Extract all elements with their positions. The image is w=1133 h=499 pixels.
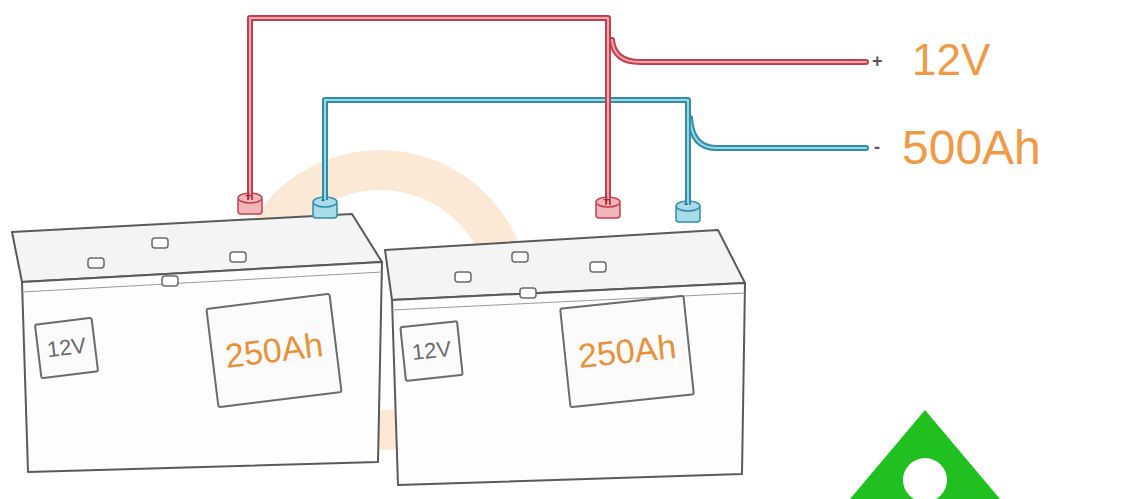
capacity-plate: 250Ah	[559, 295, 695, 409]
terminal-sign: +	[872, 52, 883, 70]
negative-wire	[325, 100, 688, 205]
wire-sheath	[250, 18, 608, 205]
output-leads	[612, 40, 866, 148]
battery-left	[12, 214, 382, 472]
terminal-posts	[238, 193, 700, 222]
capacity-label: 500Ah	[902, 124, 1041, 172]
positive-wire	[250, 18, 608, 205]
terminal-sign: -	[321, 194, 325, 206]
wire-core	[325, 100, 688, 205]
battery: 12V 250Ah	[388, 205, 745, 485]
terminal-sign: +	[245, 190, 252, 202]
battery: 12V 250Ah	[15, 200, 385, 472]
terminal-sign: -	[874, 138, 880, 156]
watermark-logo-hole	[903, 458, 947, 499]
wire-sheath	[325, 100, 688, 205]
voltage-label: 12V	[912, 38, 990, 82]
wire-core	[250, 18, 608, 205]
capacity-plate: 250Ah	[205, 293, 343, 409]
terminal-sign: +	[603, 194, 610, 206]
terminal-sign: -	[684, 198, 688, 210]
voltage-plate: 12V	[34, 317, 100, 380]
battery-right	[385, 230, 745, 485]
voltage-plate: 12V	[399, 320, 464, 382]
